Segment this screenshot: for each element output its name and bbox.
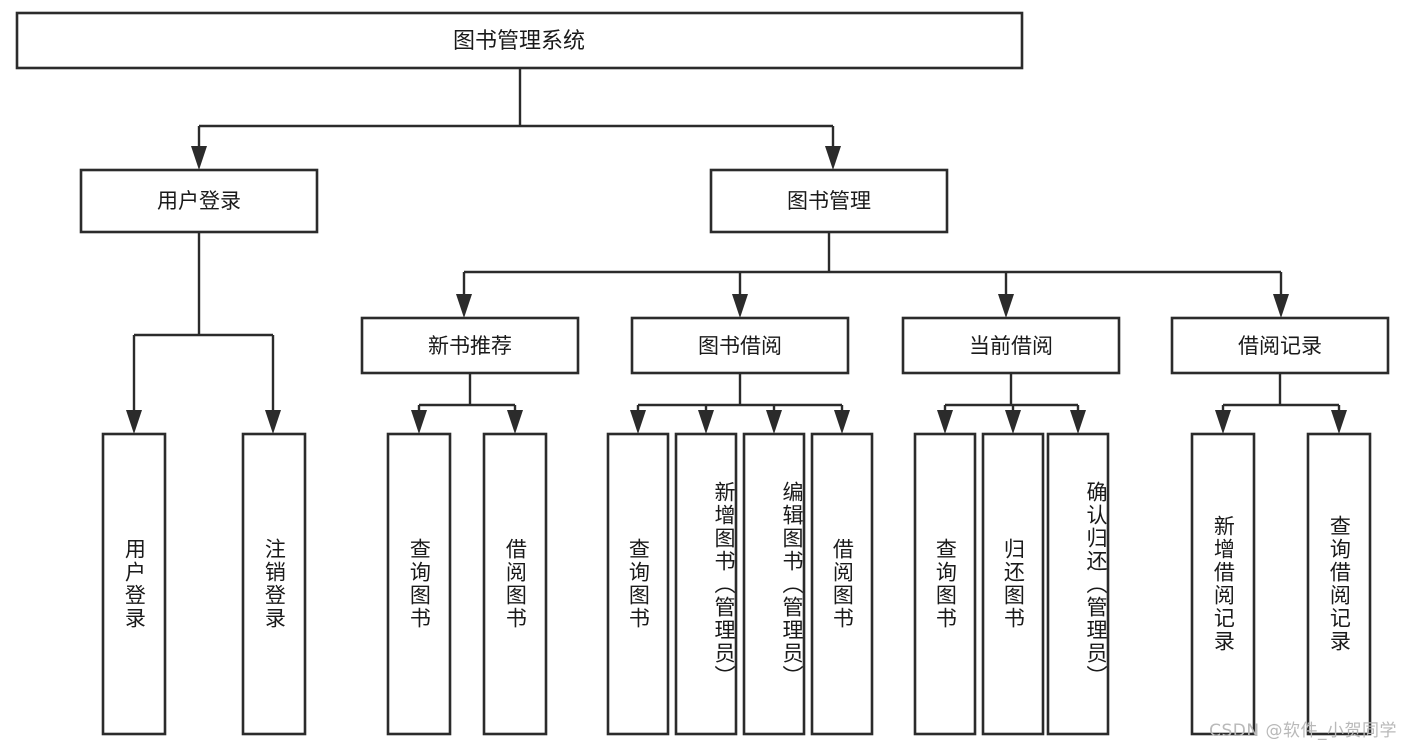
connector-bookmgmt-to-level3 bbox=[456, 232, 1289, 318]
arrow-to-leaf-query-book-1 bbox=[411, 410, 427, 434]
leaf-boxes bbox=[101, 432, 1372, 736]
arrow-to-user-login bbox=[191, 146, 207, 170]
node-book-borrow[interactable]: 图书借阅 bbox=[630, 316, 850, 375]
leaf-box-user-logout[interactable] bbox=[241, 432, 307, 736]
arrow-to-leaf-borrow-book-2 bbox=[834, 410, 850, 434]
node-current-borrow[interactable]: 当前借阅 bbox=[901, 316, 1121, 375]
leaf-box-edit-book[interactable] bbox=[742, 432, 806, 736]
arrow-to-leaf-user-logout bbox=[265, 410, 281, 434]
arrow-to-leaf-query-book-3 bbox=[937, 410, 953, 434]
current-borrow-label: 当前借阅 bbox=[969, 334, 1053, 358]
arrow-to-borrow-records bbox=[1273, 294, 1289, 318]
book-borrow-box[interactable] bbox=[630, 316, 850, 375]
connector-root-to-level2 bbox=[191, 68, 841, 170]
book-management-label: 图书管理 bbox=[787, 189, 871, 213]
arrow-to-leaf-add-record bbox=[1215, 410, 1231, 434]
root-box[interactable] bbox=[15, 11, 1024, 70]
leaf-box-query-book-3[interactable] bbox=[913, 432, 977, 736]
node-book-management[interactable]: 图书管理 bbox=[709, 168, 949, 234]
arrow-to-leaf-user-login bbox=[126, 410, 142, 434]
root-label: 图书管理系统 bbox=[453, 29, 585, 54]
arrow-to-leaf-return-book bbox=[1005, 410, 1021, 434]
leaf-box-add-book[interactable] bbox=[674, 432, 738, 736]
leaf-box-confirm-return[interactable] bbox=[1046, 432, 1110, 736]
node-user-login[interactable]: 用户登录 bbox=[79, 168, 319, 234]
connector-bookborrow-to-leaves bbox=[630, 373, 850, 434]
csdn-watermark: CSDN @软件_小贺同学 bbox=[1209, 721, 1397, 741]
leaf-box-add-record[interactable] bbox=[1190, 432, 1256, 736]
leaf-box-borrow-book-2[interactable] bbox=[810, 432, 874, 736]
node-new-book-recommend[interactable]: 新书推荐 bbox=[360, 316, 580, 375]
book-management-box[interactable] bbox=[709, 168, 949, 234]
arrow-to-leaf-query-book-2 bbox=[630, 410, 646, 434]
current-borrow-box[interactable] bbox=[901, 316, 1121, 375]
borrow-records-label: 借阅记录 bbox=[1238, 334, 1322, 358]
connector-currentborrow-to-leaves bbox=[937, 373, 1086, 434]
arrow-to-leaf-borrow-book-1 bbox=[507, 410, 523, 434]
new-book-recommend-label: 新书推荐 bbox=[428, 334, 512, 358]
node-root[interactable]: 图书管理系统 bbox=[15, 11, 1024, 70]
book-borrow-label: 图书借阅 bbox=[698, 334, 782, 358]
arrow-to-book-borrow bbox=[732, 294, 748, 318]
arrow-to-book-management bbox=[825, 146, 841, 170]
connector-userlogin-to-leaves bbox=[126, 232, 281, 434]
arrow-to-leaf-confirm-return bbox=[1070, 410, 1086, 434]
leaf-box-query-record[interactable] bbox=[1306, 432, 1372, 736]
arrow-to-leaf-query-record bbox=[1331, 410, 1347, 434]
new-book-recommend-box[interactable] bbox=[360, 316, 580, 375]
leaf-box-user-login[interactable] bbox=[101, 432, 167, 736]
connector-borrowrecords-to-leaves bbox=[1215, 373, 1347, 434]
leaf-box-query-book-2[interactable] bbox=[606, 432, 670, 736]
arrow-to-current-borrow bbox=[998, 294, 1014, 318]
leaf-box-return-book[interactable] bbox=[981, 432, 1045, 736]
arrow-to-leaf-edit-book bbox=[766, 410, 782, 434]
user-login-box[interactable] bbox=[79, 168, 319, 234]
arrow-to-leaf-add-book bbox=[698, 410, 714, 434]
leaf-box-borrow-book-1[interactable] bbox=[482, 432, 548, 736]
arrow-to-new-book-recommend bbox=[456, 294, 472, 318]
connector-newbook-to-leaves bbox=[411, 373, 523, 434]
node-borrow-records[interactable]: 借阅记录 bbox=[1170, 316, 1390, 375]
leaf-box-query-book-1[interactable] bbox=[386, 432, 452, 736]
user-login-label: 用户登录 bbox=[157, 189, 241, 213]
borrow-records-box[interactable] bbox=[1170, 316, 1390, 375]
